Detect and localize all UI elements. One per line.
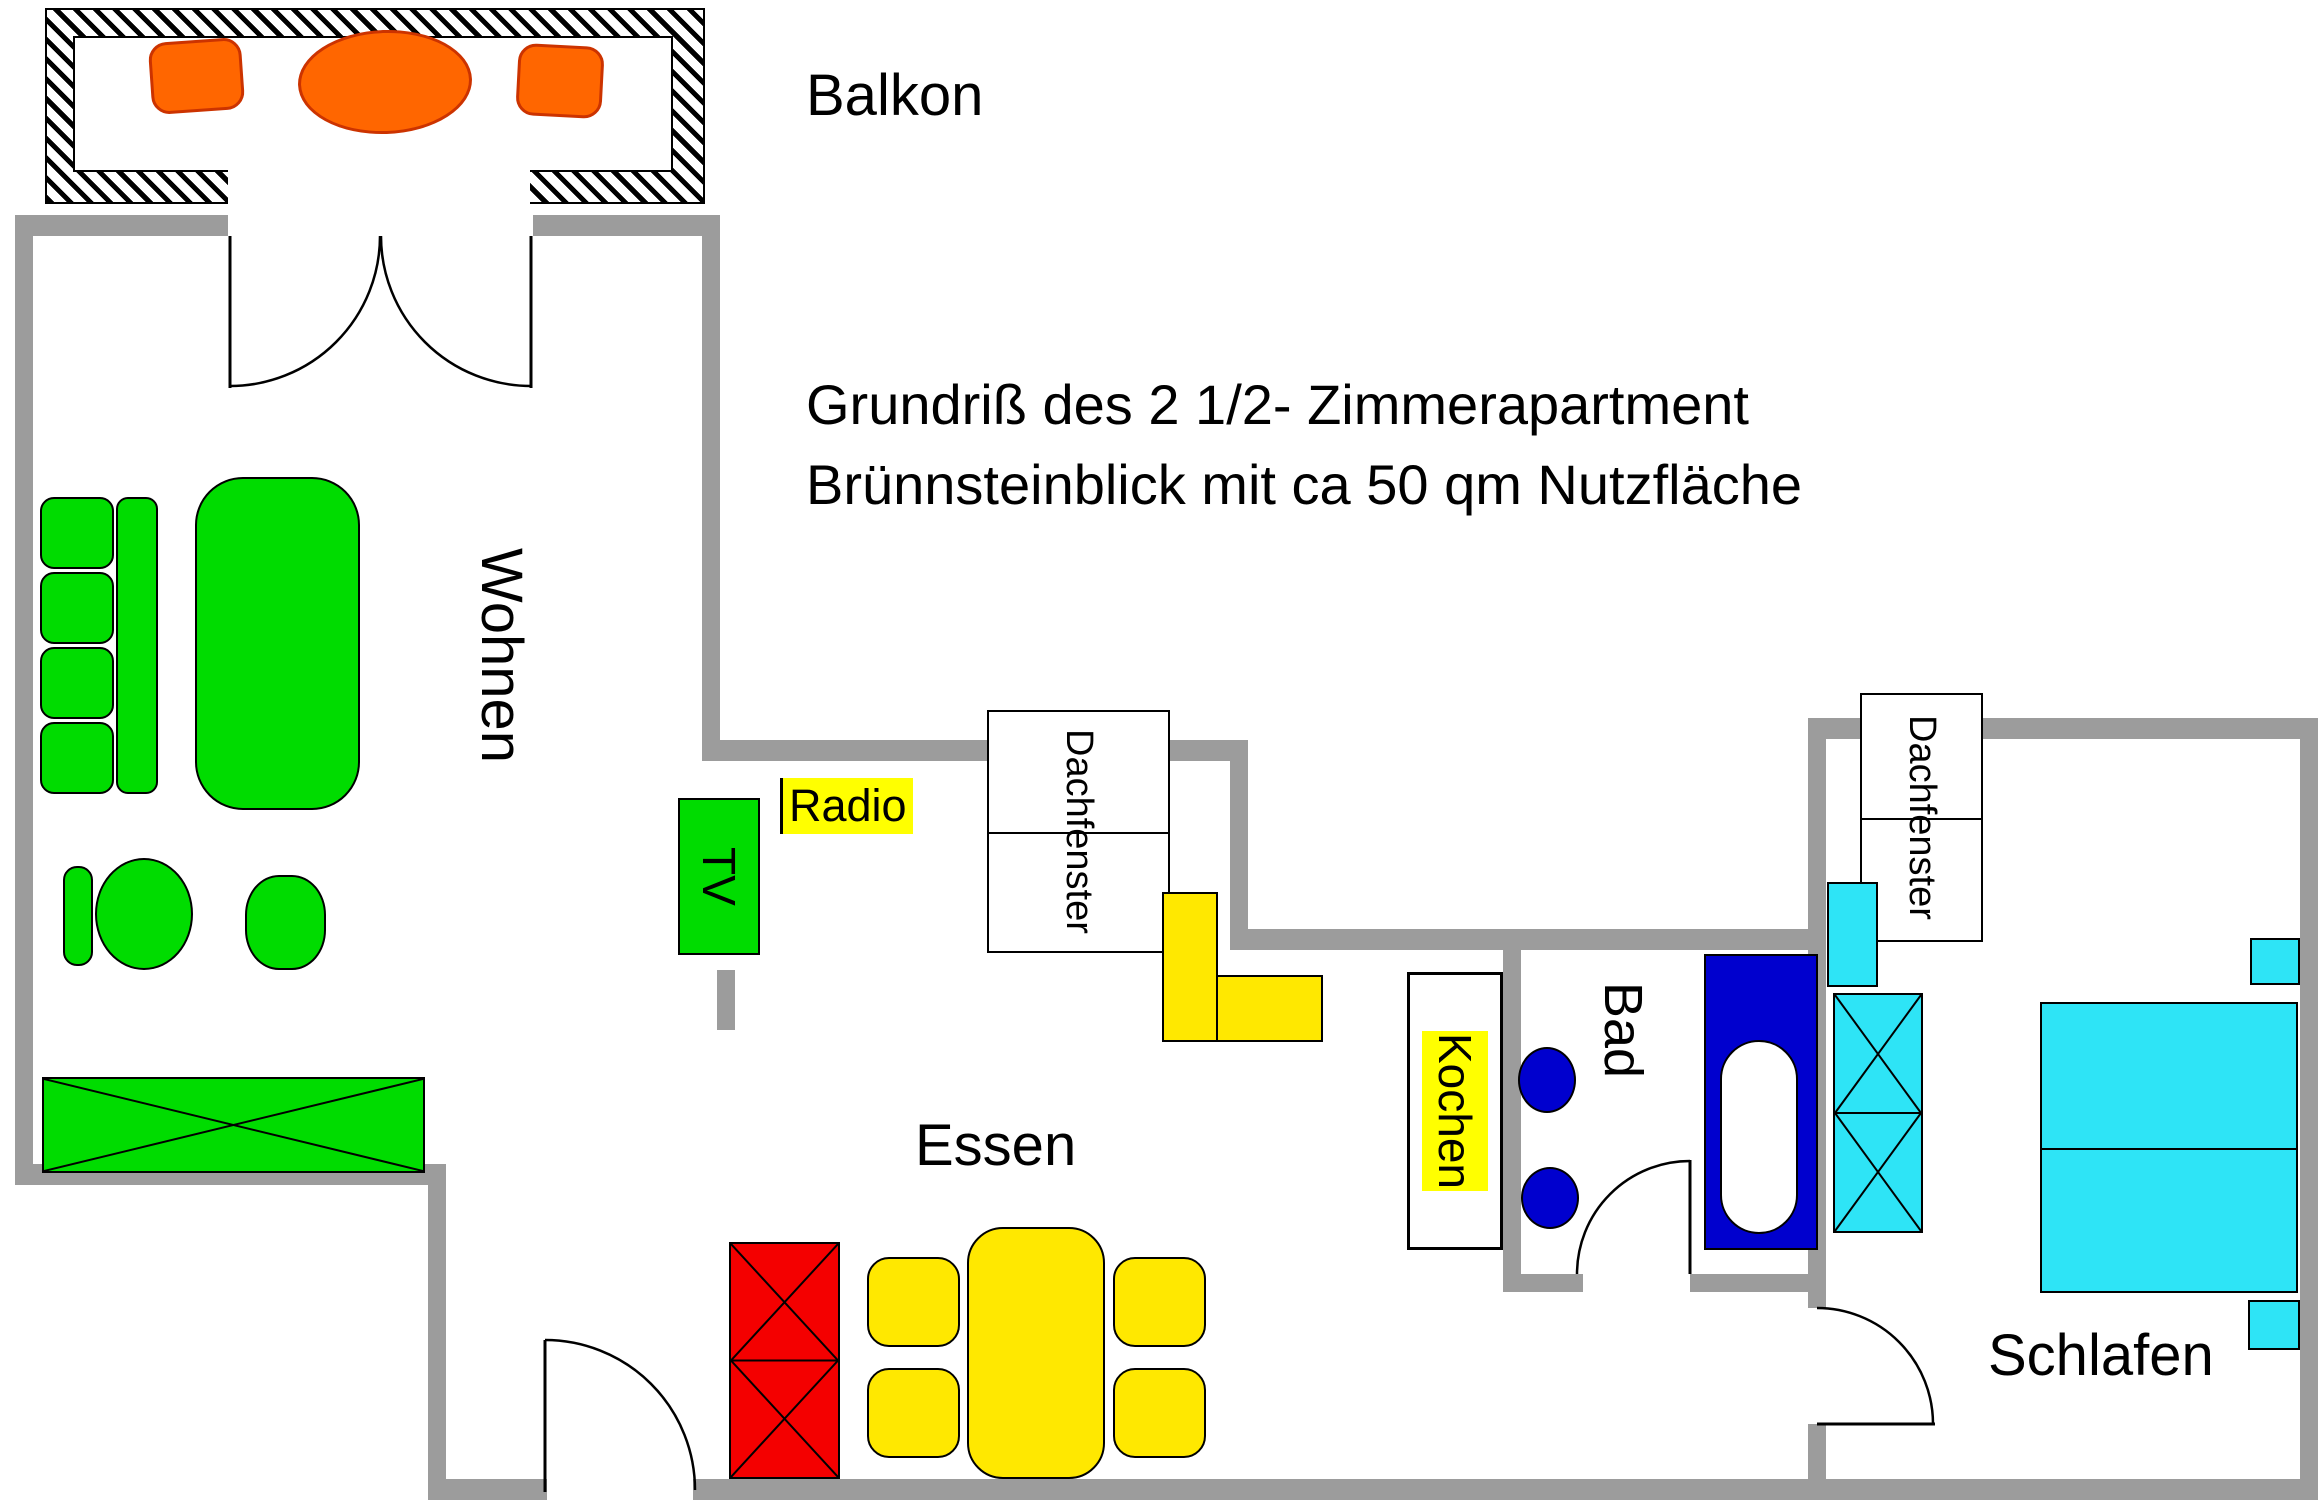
bathtub <box>1704 954 1818 1250</box>
wall-bad-left <box>1503 948 1521 1282</box>
sofa-seat <box>116 497 158 794</box>
double-bed <box>2040 1002 2298 1293</box>
sideboard <box>42 1077 425 1173</box>
wall-bad-bottom-b <box>1690 1274 1826 1292</box>
plan-title-line1: Grundriß des 2 1/2- Zimmerapartment <box>806 373 1749 436</box>
bidet <box>1521 1167 1579 1229</box>
wall-schlafen-top-b <box>1978 718 2318 739</box>
dining-room-label: Essen <box>915 1113 1077 1178</box>
wall-mid-top-b <box>1168 740 1248 761</box>
roof-window-1-divider <box>989 831 1168 834</box>
armchair-back <box>63 866 93 966</box>
nightstand-top <box>2250 938 2300 985</box>
wall-top-right <box>533 215 720 236</box>
wall-schlafen-right <box>2300 718 2318 1500</box>
dining-chair-bottom-left <box>867 1368 960 1458</box>
nightstand-bottom <box>2248 1300 2300 1350</box>
balcony-door-right-arc <box>379 235 532 388</box>
roof-window-2: Dachfenster <box>1860 693 1983 942</box>
kitchen-label: Kochen <box>1422 1030 1488 1191</box>
balcony-label: Balkon <box>806 63 984 128</box>
bathroom-door-arc <box>1575 1159 1691 1275</box>
sofa-cushion-3 <box>40 647 114 719</box>
bathtub-basin <box>1720 1040 1798 1234</box>
wall-left <box>15 215 33 1185</box>
wardrobe <box>1833 993 1923 1233</box>
tv-label: TV <box>693 847 745 906</box>
wall-kitchen-corner <box>1230 740 1248 948</box>
living-room-label: Wohnen <box>469 548 534 763</box>
wall-corridor-top <box>1230 929 1826 950</box>
dining-chair-top-left <box>867 1257 960 1347</box>
bed-divider <box>2042 1147 2296 1150</box>
balcony-door-threshold <box>228 166 530 210</box>
sofa-cushion-2 <box>40 572 114 644</box>
wall-tv-stub <box>717 970 735 1030</box>
toilet <box>1518 1047 1576 1113</box>
wall-bottom-b <box>693 1479 1825 1500</box>
dining-chair-bottom-right <box>1113 1368 1206 1458</box>
sofa-cushion-1 <box>40 497 114 569</box>
kitchen-unit: Kochen <box>1407 972 1503 1250</box>
bedroom-label: Schlafen <box>1988 1323 2214 1388</box>
plan-title-line2: Brünnsteinblick mit ca 50 qm Nutzfläche <box>806 453 1802 516</box>
wall-bad-bottom-a <box>1503 1274 1583 1292</box>
wall-bottom-a <box>428 1479 547 1500</box>
red-cabinet <box>729 1242 840 1479</box>
side-table <box>245 875 326 970</box>
wall-schlafen-bottom <box>1808 1479 2318 1500</box>
balcony-door-left-arc <box>229 235 382 388</box>
radio-label: Radio <box>780 778 913 834</box>
x-pattern <box>1835 995 1921 1231</box>
coffee-table <box>195 477 360 810</box>
wall-step-vertical <box>428 1164 446 1500</box>
balcony-chair-right <box>515 42 605 120</box>
wall-wohnen-right <box>702 215 720 760</box>
roof-window-2-label: Dachfenster <box>1901 715 1943 920</box>
entrance-door-arc <box>544 1338 697 1491</box>
roof-window-1-label: Dachfenster <box>1058 729 1100 934</box>
bedroom-shelf <box>1827 882 1878 987</box>
tv-unit: TV <box>678 798 760 955</box>
roof-window-2-divider <box>1862 817 1981 820</box>
armchair-seat <box>95 858 193 970</box>
x-pattern <box>731 1244 838 1477</box>
kitchen-counter-vertical <box>1162 892 1218 1042</box>
dining-table <box>967 1227 1105 1479</box>
sofa-cushion-4 <box>40 722 114 794</box>
bathroom-label: Bad <box>1593 982 1653 1079</box>
wall-top-left <box>15 215 228 236</box>
x-pattern <box>44 1079 423 1171</box>
balcony-chair-left <box>147 36 246 116</box>
bedroom-door-arc <box>1816 1306 1935 1425</box>
dining-chair-top-right <box>1113 1257 1206 1347</box>
kitchen-counter-horizontal <box>1216 975 1323 1042</box>
wall-mid-top-a <box>702 740 989 761</box>
roof-window-1: Dachfenster <box>987 710 1170 953</box>
wall-schlafen-top-a <box>1808 718 1864 739</box>
